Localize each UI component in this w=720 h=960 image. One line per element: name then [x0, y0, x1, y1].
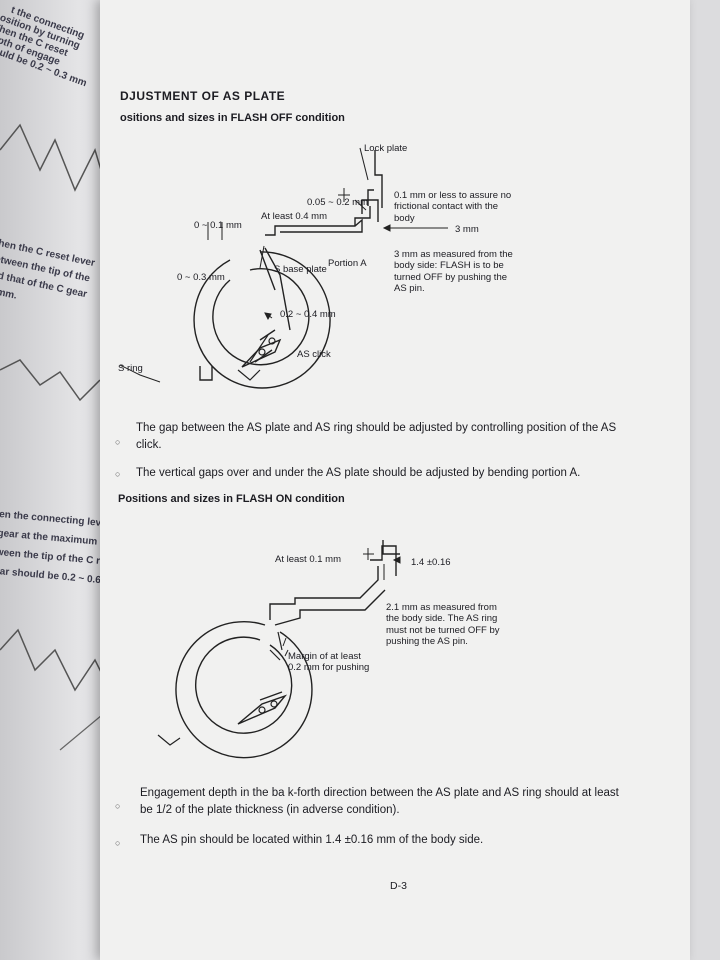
diagram-flash-on	[157, 540, 401, 759]
label-line: 3 mm as measured from the	[394, 249, 513, 260]
label-line: body	[394, 212, 415, 224]
note-line: be 1/2 of the plate thickness (in advers…	[140, 803, 400, 816]
label-line: 2.1 mm as measured from	[386, 602, 497, 613]
label-line: 0.1 mm or less to assure no	[394, 190, 512, 201]
label-pin-tolerance: 1.4 ±0.16	[411, 557, 451, 568]
label-line: body side: FLASH is to be	[394, 260, 504, 272]
label-as-click: AS click	[297, 349, 331, 360]
note-line: click.	[136, 438, 162, 451]
label-three-mm: 3 mm	[455, 224, 479, 235]
label-line: AS pin.	[394, 283, 425, 295]
label-lock-plate: Lock plate	[364, 143, 408, 154]
label-line: pushing the AS pin.	[386, 636, 468, 648]
label-gap-0-03: 0 ~ 0.3 mm	[177, 272, 225, 283]
label-line: Margin of at least	[288, 651, 361, 662]
label-gap-005-02: 0.05 ~ 0.2 mm	[307, 197, 368, 208]
note-line: Engagement depth in the ba k-forth direc…	[140, 787, 619, 799]
note-bullet: ○	[115, 437, 121, 447]
label-line: turned OFF by pushing the	[394, 271, 508, 283]
note-bullet: ○	[115, 801, 121, 811]
label-margin-note: Margin of at least 0.2 mm for pushing	[288, 651, 369, 674]
page-title: DJUSTMENT OF AS PLATE	[120, 89, 286, 103]
label-at-least-04: At least 0.4 mm	[261, 211, 327, 222]
note-bullet: ○	[115, 469, 121, 479]
label-at-least-01: At least 0.1 mm	[275, 554, 341, 565]
label-s-base-plate: S base plate	[274, 264, 327, 275]
section-heading-flash-on: Positions and sizes in FLASH ON conditio…	[118, 493, 345, 505]
note-text: Engagement depth in the ba k-forth direc…	[140, 785, 685, 818]
note-line: The gap between the AS plate and AS ring…	[136, 422, 617, 434]
label-line: must not be turned OFF by	[386, 624, 500, 636]
note-text: The vertical gaps over and under the AS …	[136, 467, 581, 479]
label-measured-note-2: 2.1 mm as measured from the body side. T…	[386, 602, 500, 648]
label-frictional-note: 0.1 mm or less to assure no frictional c…	[394, 190, 511, 224]
label-line: the body side. The AS ring	[386, 613, 498, 625]
diagram-flash-off	[119, 147, 448, 389]
manual-page: DJUSTMENT OF AS PLATE ositions and sizes…	[100, 0, 690, 960]
section-heading-flash-off: ositions and sizes in FLASH OFF conditio…	[120, 112, 345, 124]
adjacent-page-drawings	[0, 123, 121, 751]
note-text: The AS pin should be located within 1.4 …	[140, 834, 484, 846]
note-text: The gap between the AS plate and AS ring…	[136, 420, 676, 453]
label-gap-0-01: 0 ~ 0.1 mm	[194, 220, 242, 231]
label-portion-a: Portion A	[328, 258, 367, 269]
note-bullet: ○	[115, 838, 121, 848]
label-as-ring: S ring	[118, 363, 143, 374]
label-line: frictional contact with the	[394, 201, 499, 213]
label-gap-02-04: 0.2 ~ 0.4 mm	[280, 309, 336, 320]
page-number: D-3	[390, 880, 407, 892]
label-line: 0.2 mm for pushing	[288, 662, 370, 674]
label-measured-note: 3 mm as measured from the body side: FLA…	[394, 249, 513, 295]
